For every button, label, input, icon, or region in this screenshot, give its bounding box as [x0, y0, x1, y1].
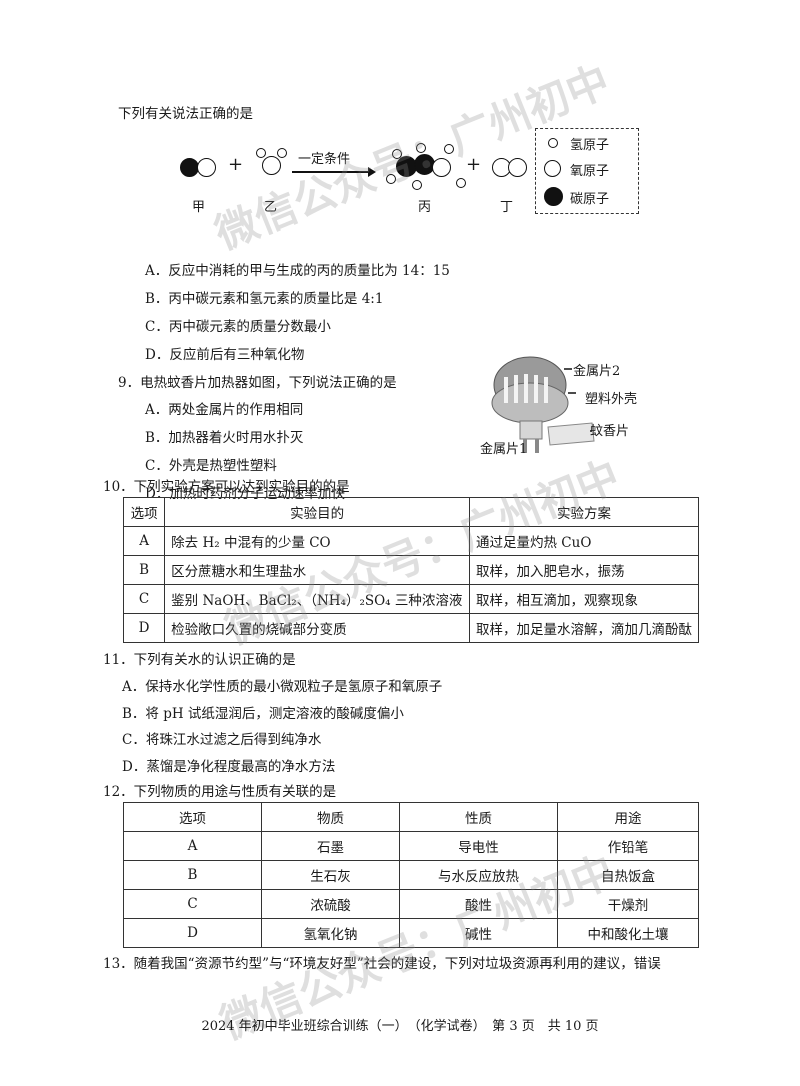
table-cell: A [123, 831, 262, 861]
q9-option-a: A．两处金属片的作用相同 [145, 402, 304, 418]
table-cell: 取样，加入肥皂水，振荡 [469, 555, 699, 585]
table-cell: B [123, 860, 262, 890]
table-cell: C [122, 584, 166, 614]
table-cell: 导电性 [399, 831, 558, 861]
q11-option-d: D．蒸馏是净化程度最高的净水方法 [122, 759, 336, 775]
table-cell: 通过足量灼热 CuO [469, 526, 699, 556]
q12-table: 选项 物质 性质 用途 A 石墨 导电性 作铅笔 B 生石灰 与水反应放热 自热… [123, 802, 699, 948]
header-purpose: 实验目的 [164, 497, 470, 527]
q13-stem: 13．随着我国“资源节约型”与“环境友好型”社会的建设，下列对垃圾资源再利用的建… [103, 956, 661, 972]
plus-sign: + [466, 154, 482, 175]
q11-option-b: B．将 pH 试纸湿润后，测定溶液的酸碱度偏小 [122, 706, 404, 722]
arrow-head-icon [368, 167, 376, 177]
q12-stem: 12．下列物质的用途与性质有关联的是 [103, 784, 337, 800]
hydrogen-atom [456, 178, 466, 188]
table-cell: C [123, 889, 262, 919]
hydrogen-atom [392, 149, 402, 159]
table-cell: 除去 H₂ 中混有的少量 CO [164, 526, 470, 556]
table-cell: 氢氧化钠 [261, 918, 400, 948]
hydrogen-legend-icon [548, 138, 558, 148]
table-header-row: 选项 实验目的 实验方案 [122, 497, 699, 527]
q8-option-a: A．反应中消耗的甲与生成的丙的质量比为 14：15 [145, 263, 450, 279]
label-ding: 丁 [500, 200, 514, 215]
table-cell: 浓硫酸 [261, 889, 400, 919]
q8-option-c: C．丙中碳元素的质量分数最小 [145, 319, 331, 335]
table-row: C 鉴别 NaOH、BaCl₂、（NH₄）₂SO₄ 三种浓溶液 取样，相互滴加，… [122, 584, 699, 614]
table-cell: D [123, 918, 262, 948]
table-cell: 区分蔗糖水和生理盐水 [164, 555, 470, 585]
q8-option-b: B．丙中碳元素和氢元素的质量比是 4:1 [145, 291, 384, 307]
table-row: A 石墨 导电性 作铅笔 [123, 831, 699, 861]
table-cell: 自热饭盒 [557, 860, 699, 890]
label-metal-sheet-2: 金属片2 [573, 364, 621, 379]
header-property: 性质 [399, 802, 558, 832]
oxygen-atom [262, 156, 281, 175]
table-row: C 浓硫酸 酸性 干燥剂 [123, 889, 699, 919]
oxygen-legend-icon [544, 160, 561, 177]
q8-option-d: D．反应前后有三种氧化物 [145, 347, 305, 363]
table-header-row: 选项 物质 性质 用途 [123, 802, 699, 832]
plus-sign: + [228, 154, 244, 175]
table-row: B 区分蔗糖水和生理盐水 取样，加入肥皂水，振荡 [122, 555, 699, 585]
legend-carbon: 碳原子 [570, 192, 610, 207]
hydrogen-atom [444, 144, 454, 154]
table-cell: D [122, 613, 166, 643]
q8-stem: 下列有关说法正确的是 [118, 106, 253, 122]
reaction-diagram: + 一定条件 + 甲 乙 丙 丁 [170, 140, 550, 220]
table-cell: 生石灰 [261, 860, 400, 890]
reaction-condition: 一定条件 [298, 152, 351, 167]
table-cell: 石墨 [261, 831, 400, 861]
table-cell: A [122, 526, 166, 556]
table-row: D 氢氧化钠 碱性 中和酸化土壤 [123, 918, 699, 948]
header-substance: 物质 [261, 802, 400, 832]
table-cell: 酸性 [399, 889, 558, 919]
label-yi: 乙 [264, 200, 278, 215]
q11-option-c: C．将珠江水过滤之后得到纯净水 [122, 732, 322, 748]
header-use: 用途 [557, 802, 699, 832]
q11-option-a: A．保持水化学性质的最小微观粒子是氢原子和氧原子 [122, 679, 443, 695]
label-mosquito-tablet: 蚊香片 [590, 424, 630, 439]
hydrogen-atom [386, 174, 396, 184]
hydrogen-atom [412, 180, 422, 190]
carbon-legend-icon [544, 187, 563, 206]
hydrogen-atom [277, 148, 287, 158]
table-cell: 检验敞口久置的烧碱部分变质 [164, 613, 470, 643]
q9-option-b: B．加热器着火时用水扑灭 [145, 430, 304, 446]
label-bing: 丙 [418, 200, 432, 215]
header-option: 选项 [122, 497, 166, 527]
oxygen-atom [197, 158, 216, 177]
table-row: A 除去 H₂ 中混有的少量 CO 通过足量灼热 CuO [122, 526, 699, 556]
q11-stem: 11．下列有关水的认识正确的是 [103, 652, 296, 668]
atom-legend: 氢原子 氧原子 碳原子 [535, 128, 639, 214]
header-option: 选项 [123, 802, 262, 832]
reaction-arrow [292, 171, 372, 173]
hydrogen-atom [256, 148, 266, 158]
label-plastic-shell: 塑料外壳 [585, 392, 638, 407]
q10-table: 选项 实验目的 实验方案 A 除去 H₂ 中混有的少量 CO 通过足量灼热 Cu… [122, 497, 699, 643]
table-cell: B [122, 555, 166, 585]
table-row: B 生石灰 与水反应放热 自热饭盒 [123, 860, 699, 890]
mosquito-heater-figure [491, 356, 595, 453]
table-cell: 与水反应放热 [399, 860, 558, 890]
legend-oxygen: 氧原子 [570, 164, 610, 179]
table-row: D 检验敞口久置的烧碱部分变质 取样，加足量水溶解，滴加几滴酚酞 [122, 613, 699, 643]
header-plan: 实验方案 [469, 497, 699, 527]
q9-stem: 9．电热蚊香片加热器如图，下列说法正确的是 [118, 375, 397, 391]
q10-stem: 10．下列实验方案可以达到实验目的的是 [103, 479, 350, 495]
label-jia: 甲 [192, 200, 206, 215]
legend-hydrogen: 氢原子 [570, 138, 610, 153]
oxygen-atom [432, 158, 451, 177]
table-cell: 作铅笔 [557, 831, 699, 861]
table-cell: 干燥剂 [557, 889, 699, 919]
table-cell: 取样，加足量水溶解，滴加几滴酚酞 [469, 613, 699, 643]
q9-option-c: C．外壳是热塑性塑料 [145, 458, 277, 474]
oxygen-atom [508, 158, 527, 177]
table-cell: 中和酸化土壤 [557, 918, 699, 948]
page-footer: 2024 年初中毕业班综合训练（一） （化学试卷） 第 3 页 共 10 页 [201, 1019, 599, 1034]
hydrogen-atom [416, 143, 426, 153]
label-metal-sheet-1: 金属片1 [480, 442, 528, 457]
table-cell: 鉴别 NaOH、BaCl₂、（NH₄）₂SO₄ 三种浓溶液 [164, 584, 470, 614]
table-cell: 碱性 [399, 918, 558, 948]
table-cell: 取样，相互滴加，观察现象 [469, 584, 699, 614]
